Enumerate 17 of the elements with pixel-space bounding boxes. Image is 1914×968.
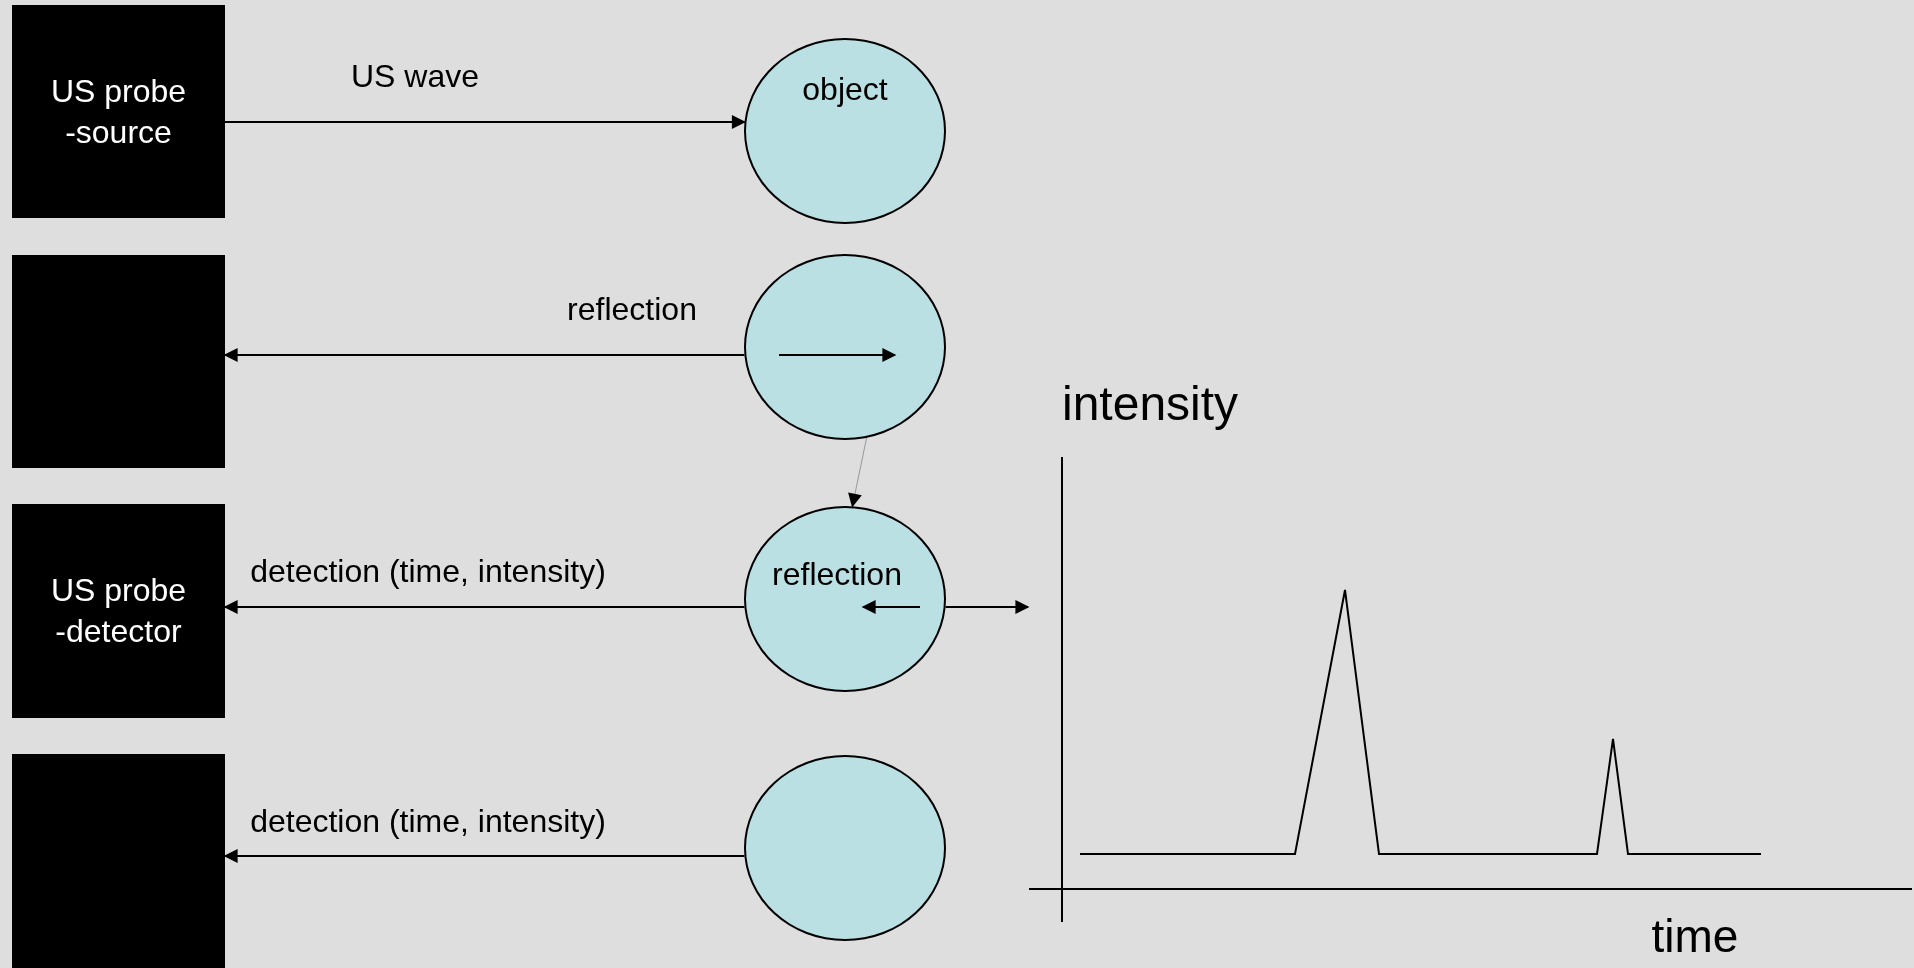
probe-block bbox=[12, 504, 225, 718]
axis-label: intensity bbox=[1062, 376, 1239, 432]
edge-label: detection (time, intensity) bbox=[250, 553, 606, 590]
probe-block bbox=[12, 5, 225, 218]
arrow bbox=[224, 115, 746, 129]
object-label: object bbox=[802, 70, 888, 108]
axis-label: time bbox=[1651, 909, 1739, 964]
probe-label: US probe -detector bbox=[49, 571, 188, 651]
edge-label: reflection bbox=[567, 291, 697, 328]
leader-line bbox=[848, 437, 868, 508]
arrow bbox=[944, 600, 1030, 614]
probe-block bbox=[12, 255, 225, 468]
edge-label: US wave bbox=[351, 58, 479, 95]
probe-label: US probe -source bbox=[49, 71, 188, 152]
object-label: reflection bbox=[772, 555, 902, 593]
edge-label: detection (time, intensity) bbox=[250, 803, 606, 840]
probe-block bbox=[12, 754, 225, 968]
